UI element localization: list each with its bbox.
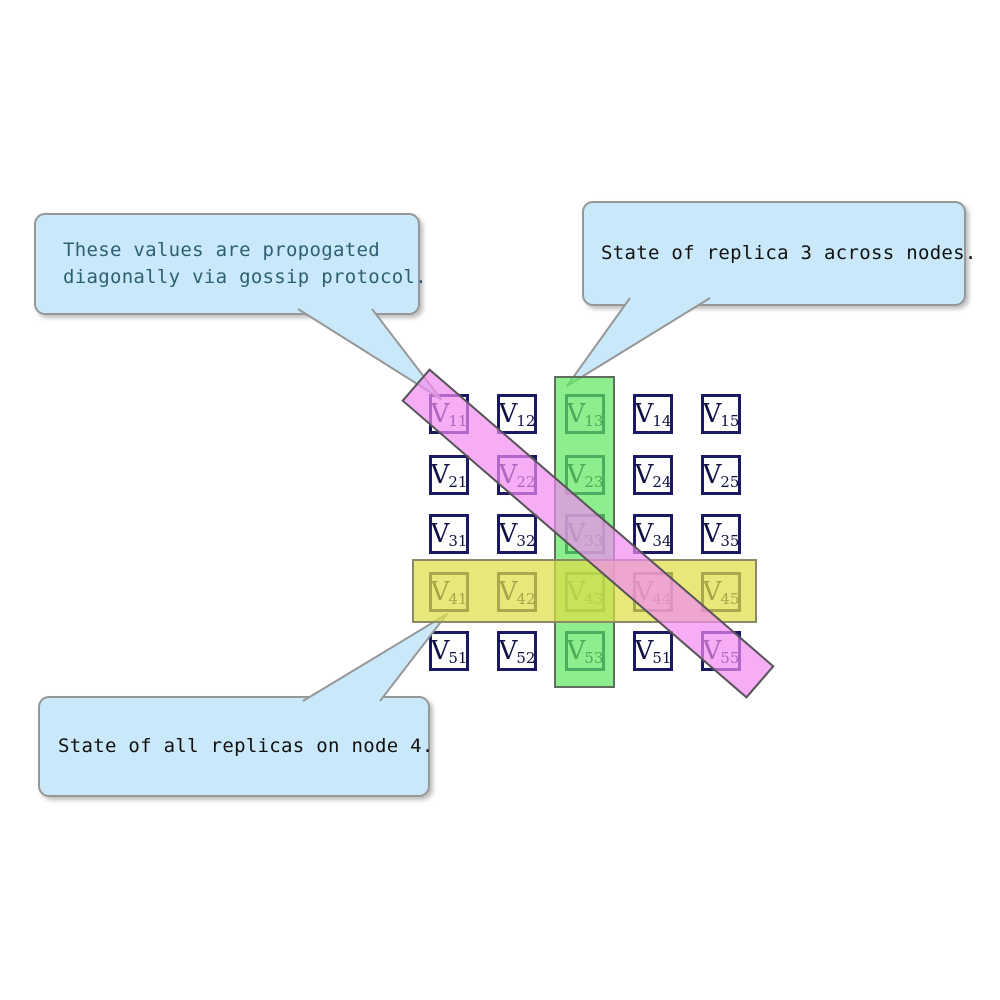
cell-symbol: V — [498, 519, 518, 549]
cell-symbol: V — [498, 399, 518, 429]
gossip-callout-line-1: These values are propogated — [63, 239, 380, 261]
cell-subscript: 34 — [652, 531, 672, 550]
cell-subscript: 51 — [448, 648, 468, 667]
cell-subscript: 51 — [652, 648, 672, 667]
cell-symbol: V — [702, 519, 722, 549]
cell-subscript: 24 — [652, 472, 672, 491]
cell-symbol: V — [430, 519, 450, 549]
cell-subscript: 31 — [448, 531, 468, 550]
cell-symbol: V — [634, 636, 654, 666]
replica-callout: State of replica 3 across nodes. — [582, 201, 977, 306]
gossip-callout-line-2: diagonally via gossip protocol. — [63, 266, 427, 288]
cell-subscript: 12 — [516, 411, 536, 430]
gossip-callout: These values are propogated diagonally v… — [34, 213, 427, 315]
cell-subscript: 14 — [652, 411, 672, 430]
cell-symbol: V — [702, 460, 722, 490]
cell-subscript: 15 — [720, 411, 740, 430]
cell-subscript: 25 — [720, 472, 740, 491]
cell-symbol: V — [634, 399, 654, 429]
node-4-row-highlight — [412, 559, 757, 623]
cell-symbol: V — [498, 636, 518, 666]
replica-callout-line-1: State of replica 3 across nodes. — [601, 242, 977, 264]
cell-symbol: V — [430, 460, 450, 490]
cell-subscript: 21 — [448, 472, 468, 491]
cell-symbol: V — [634, 519, 654, 549]
cell-symbol: V — [430, 636, 450, 666]
cell-symbol: V — [702, 399, 722, 429]
cell-symbol: V — [634, 460, 654, 490]
cell-subscript: 35 — [720, 531, 740, 550]
cell-subscript: 32 — [516, 531, 536, 550]
cell-subscript: 52 — [516, 648, 536, 667]
node-callout-line-1: State of all replicas on node 4. — [58, 735, 434, 757]
node-callout: State of all replicas on node 4. — [38, 696, 434, 797]
